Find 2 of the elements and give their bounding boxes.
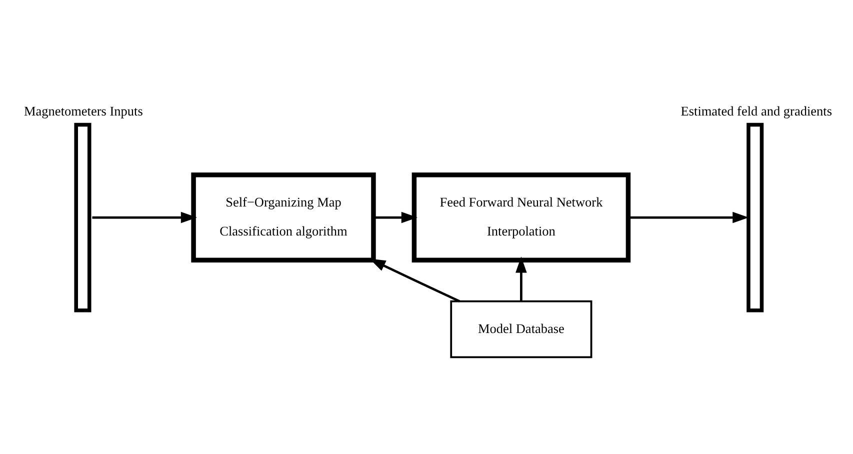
- node-label: Estimated feld and gradients: [680, 103, 832, 118]
- node-label: Magnetometers Inputs: [24, 103, 143, 118]
